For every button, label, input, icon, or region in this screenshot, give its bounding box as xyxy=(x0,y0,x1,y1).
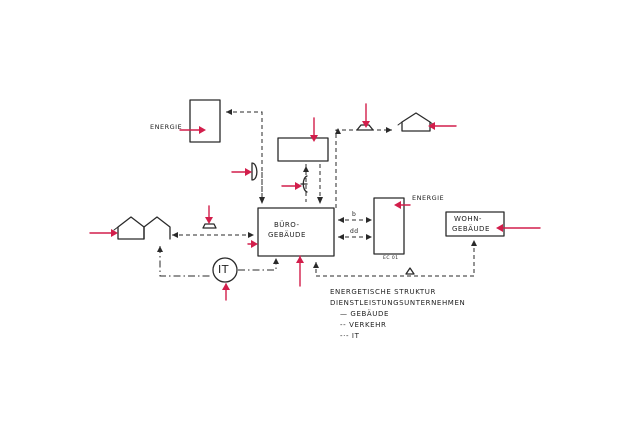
legend: ENERGETISCHE STRUKTUR DIENSTLEISTUNGSUNT… xyxy=(330,289,465,340)
top-center-box xyxy=(277,137,329,162)
car-icon-right xyxy=(405,267,415,275)
office-building-box xyxy=(257,207,335,257)
vehicle-icon-mid xyxy=(300,175,308,193)
office-label-line2: GEBÄUDE xyxy=(268,231,306,239)
residential-building-box xyxy=(445,211,505,237)
energy-input-arrows xyxy=(89,103,541,301)
legend-title-line1: ENERGETISCHE STRUKTUR xyxy=(330,288,436,296)
arrow-label-b: b xyxy=(352,211,357,218)
houses-left-icon xyxy=(113,216,171,240)
residential-label-line1: WOHN- xyxy=(454,215,482,223)
house-top-right-icon xyxy=(397,112,435,132)
energy-box-ec01 xyxy=(373,197,405,255)
ec01-label: EC 01 xyxy=(383,256,399,261)
legend-item-buildings: — GEBÄUDE xyxy=(340,310,389,318)
traffic-arrowheads xyxy=(157,109,477,268)
arrow-label-dd: dd xyxy=(350,228,359,235)
car-icon-top xyxy=(356,124,374,131)
supply-box-top-left xyxy=(189,99,221,143)
traffic-connections xyxy=(172,111,475,277)
it-node xyxy=(212,257,238,283)
residential-label-line2: GEBÄUDE xyxy=(452,225,490,233)
energy-label-right: ENERGIE xyxy=(412,194,445,202)
legend-title-line2: DIENSTLEISTUNGSUNTERNEHMEN xyxy=(330,299,466,307)
energy-label-left: ENERGIE xyxy=(150,123,183,131)
it-node-label: IT xyxy=(218,263,229,276)
legend-item-traffic: -- VERKEHR xyxy=(340,321,387,329)
car-icon-left xyxy=(202,223,217,229)
office-label-line1: BÜRO- xyxy=(274,221,300,229)
vehicle-icon-mid-left xyxy=(251,162,258,181)
legend-item-it: -·- IT xyxy=(340,332,360,340)
